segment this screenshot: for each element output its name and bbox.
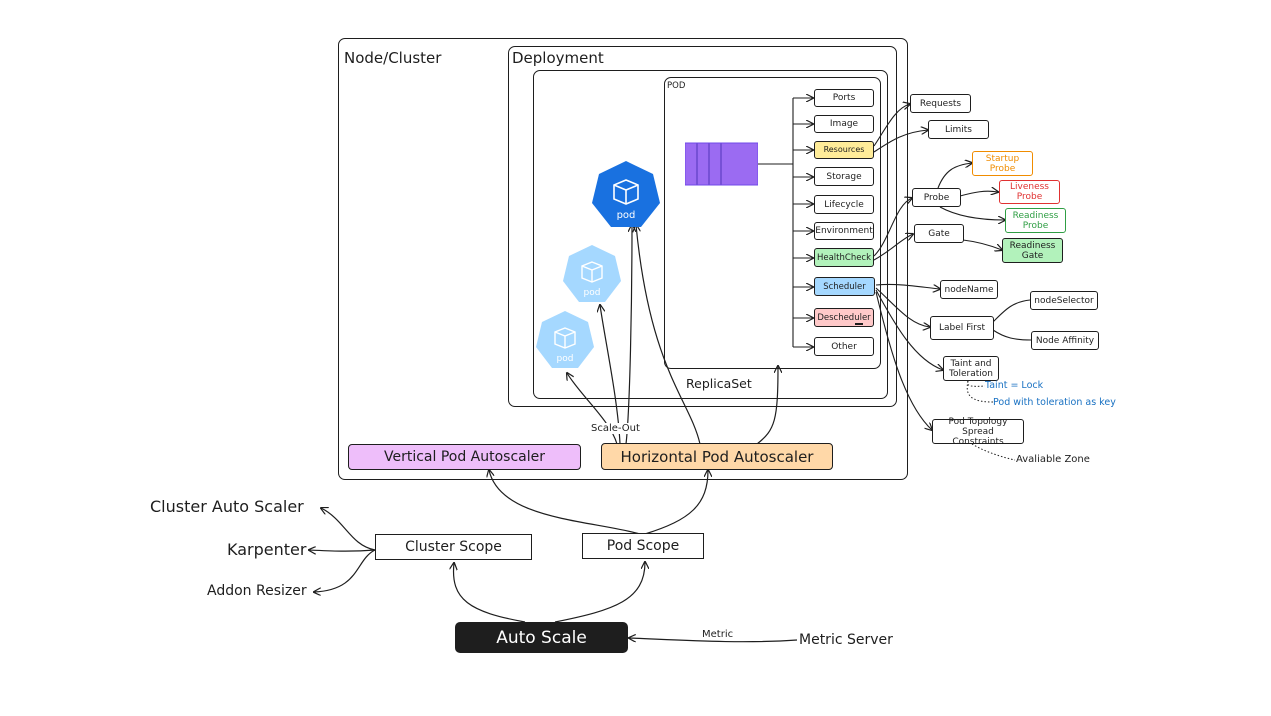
pod-frame-title: POD [667, 81, 686, 91]
pod-icon-small: pod [536, 311, 594, 368]
healthcheck-box: HealthCheck [814, 248, 874, 267]
scale-out-label: Scale-Out [591, 423, 640, 434]
pod-icon-small-label: pod [557, 354, 574, 364]
storage-box: Storage [814, 167, 874, 186]
startup-probe-box: Startup Probe [972, 151, 1033, 176]
addon-resizer-label: Addon Resizer [207, 583, 307, 599]
replicaset-frame [533, 70, 888, 399]
liveness-probe-box: Liveness Probe [999, 180, 1060, 204]
cluster-auto-scaler-label: Cluster Auto Scaler [150, 497, 304, 516]
vpa-box: Vertical Pod Autoscaler [348, 444, 581, 470]
taint-toleration-box: Taint and Toleration [943, 356, 999, 381]
image-box: Image [814, 115, 874, 133]
scheduler-box: Scheduler [814, 277, 875, 296]
pod-topology-box: Pod Topology Spread Constraints [932, 417, 1024, 447]
cluster-scope-box: Cluster Scope [375, 534, 532, 560]
pod-icon-medium-label: pod [584, 288, 601, 298]
container-icon [685, 142, 758, 186]
pod-icon-large-label: pod [617, 210, 636, 221]
zone-note: Avaliable Zone [1016, 454, 1090, 465]
other-box: Other [814, 337, 874, 356]
taint-note: Taint = Lock [985, 380, 1044, 391]
descheduler-underline [855, 323, 863, 325]
requests-box: Requests [910, 94, 971, 113]
deployment-frame [508, 46, 897, 407]
readiness-probe-box: Readiness Probe [1005, 208, 1066, 233]
pod-icon-medium: pod [563, 245, 621, 302]
probe-box: Probe [912, 188, 961, 207]
node-cluster-title: Node/Cluster [344, 49, 442, 67]
pod-icon-large: pod [592, 161, 660, 227]
hpa-box: Horizontal Pod Autoscaler [601, 443, 833, 470]
node-name-box: nodeName [940, 280, 998, 299]
pod-scope-box: Pod Scope [582, 533, 704, 559]
resources-box: Resources [814, 141, 874, 159]
toleration-note: Pod with toleration as key [993, 397, 1116, 408]
replicaset-title: ReplicaSet [686, 376, 752, 391]
node-cluster-frame [338, 38, 908, 480]
auto-scale-box: Auto Scale [455, 622, 628, 653]
environment-box: Environment [814, 222, 874, 240]
metric-server-label: Metric Server [799, 632, 893, 648]
node-affinity-box: Node Affinity [1031, 331, 1099, 350]
gate-box: Gate [914, 224, 964, 243]
pod-frame [664, 77, 881, 369]
ports-box: Ports [814, 89, 874, 107]
limits-box: Limits [928, 120, 989, 139]
readiness-gate-box: Readiness Gate [1002, 238, 1063, 263]
metric-label: Metric [702, 629, 734, 640]
karpenter-label: Karpenter [227, 540, 307, 559]
deployment-title: Deployment [512, 49, 604, 67]
node-selector-box: nodeSelector [1030, 291, 1098, 310]
descheduler-box: Descheduler [814, 308, 874, 327]
label-first-box: Label First [930, 316, 994, 340]
lifecycle-box: Lifecycle [814, 195, 874, 214]
